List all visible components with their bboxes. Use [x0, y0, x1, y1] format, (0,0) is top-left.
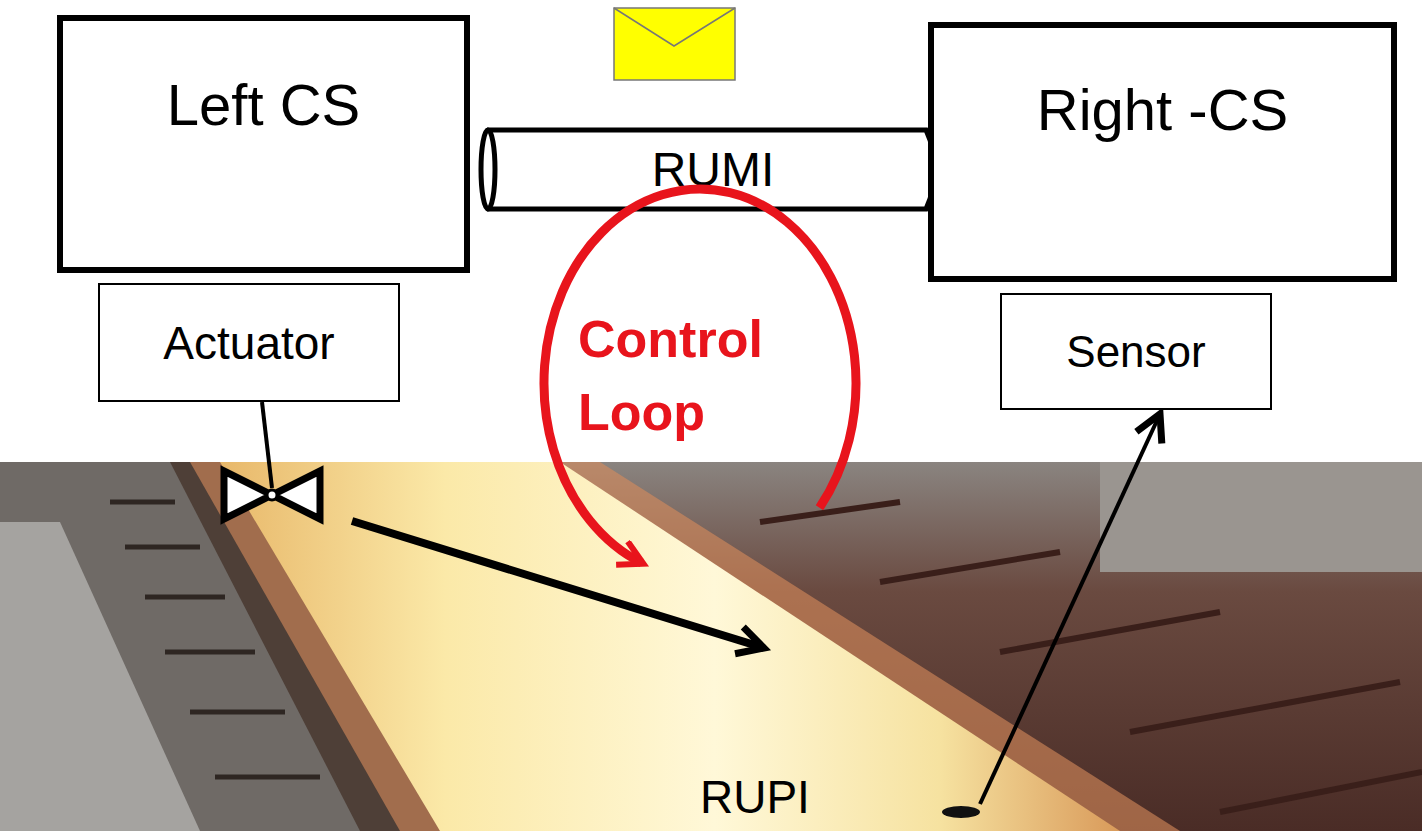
mill-building: [1100, 462, 1422, 572]
node-label: Sensor: [1066, 327, 1205, 377]
computer-system-box: Right -CS: [928, 22, 1397, 282]
loop-label: Control Loop: [578, 303, 818, 449]
valve-stem: [262, 402, 272, 488]
node-label: Left CS: [167, 71, 360, 138]
signal-label: RUPI: [700, 770, 810, 824]
photo-ground: [0, 462, 1422, 831]
rupi-probe: [942, 806, 980, 818]
actuator-box: Actuator: [98, 283, 400, 402]
control-loop-circle: Control Loop: [540, 183, 860, 583]
sensor-box: Sensor: [1000, 293, 1272, 410]
message-envelope: [614, 8, 735, 80]
network-pipe: RUMI: [478, 127, 948, 212]
strip-glow: [190, 462, 1180, 831]
node-label: Actuator: [163, 316, 334, 370]
loop-arc: [544, 189, 856, 563]
floor-shine: [0, 522, 200, 831]
pipe-end: [481, 130, 495, 209]
pipe-body: [487, 130, 935, 209]
hot-strip: [220, 462, 1120, 831]
sensor-arrow: [980, 414, 1160, 804]
flow-arrow: [352, 521, 764, 648]
node-label: Right -CS: [1037, 76, 1288, 143]
computer-system-box: Left CS: [57, 15, 470, 273]
valve-symbol: [224, 471, 320, 519]
